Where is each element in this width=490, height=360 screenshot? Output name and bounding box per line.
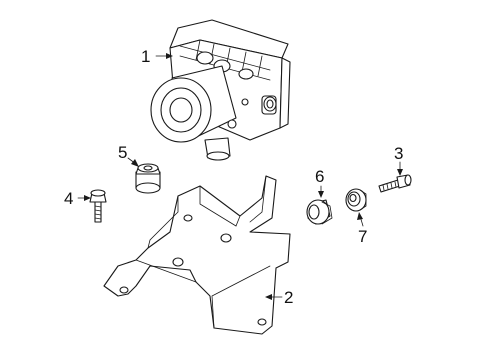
callout-2: 2 — [284, 288, 293, 307]
callout-1: 1 — [141, 47, 150, 66]
abs-modulator-unit-icon — [150, 19, 291, 161]
callout-4: 4 — [64, 189, 73, 208]
callout-5: 5 — [118, 143, 127, 162]
insulator-icon — [306, 199, 333, 225]
grommet-icon — [135, 163, 161, 194]
callout-7: 7 — [358, 227, 367, 246]
callout-6: 6 — [315, 167, 324, 186]
leader-lines — [77, 53, 403, 300]
nut-icon — [345, 188, 367, 212]
bolt-icon — [89, 189, 107, 223]
bolt-icon — [378, 174, 412, 193]
mounting-bracket-icon — [103, 175, 291, 335]
callout-3: 3 — [394, 144, 403, 163]
